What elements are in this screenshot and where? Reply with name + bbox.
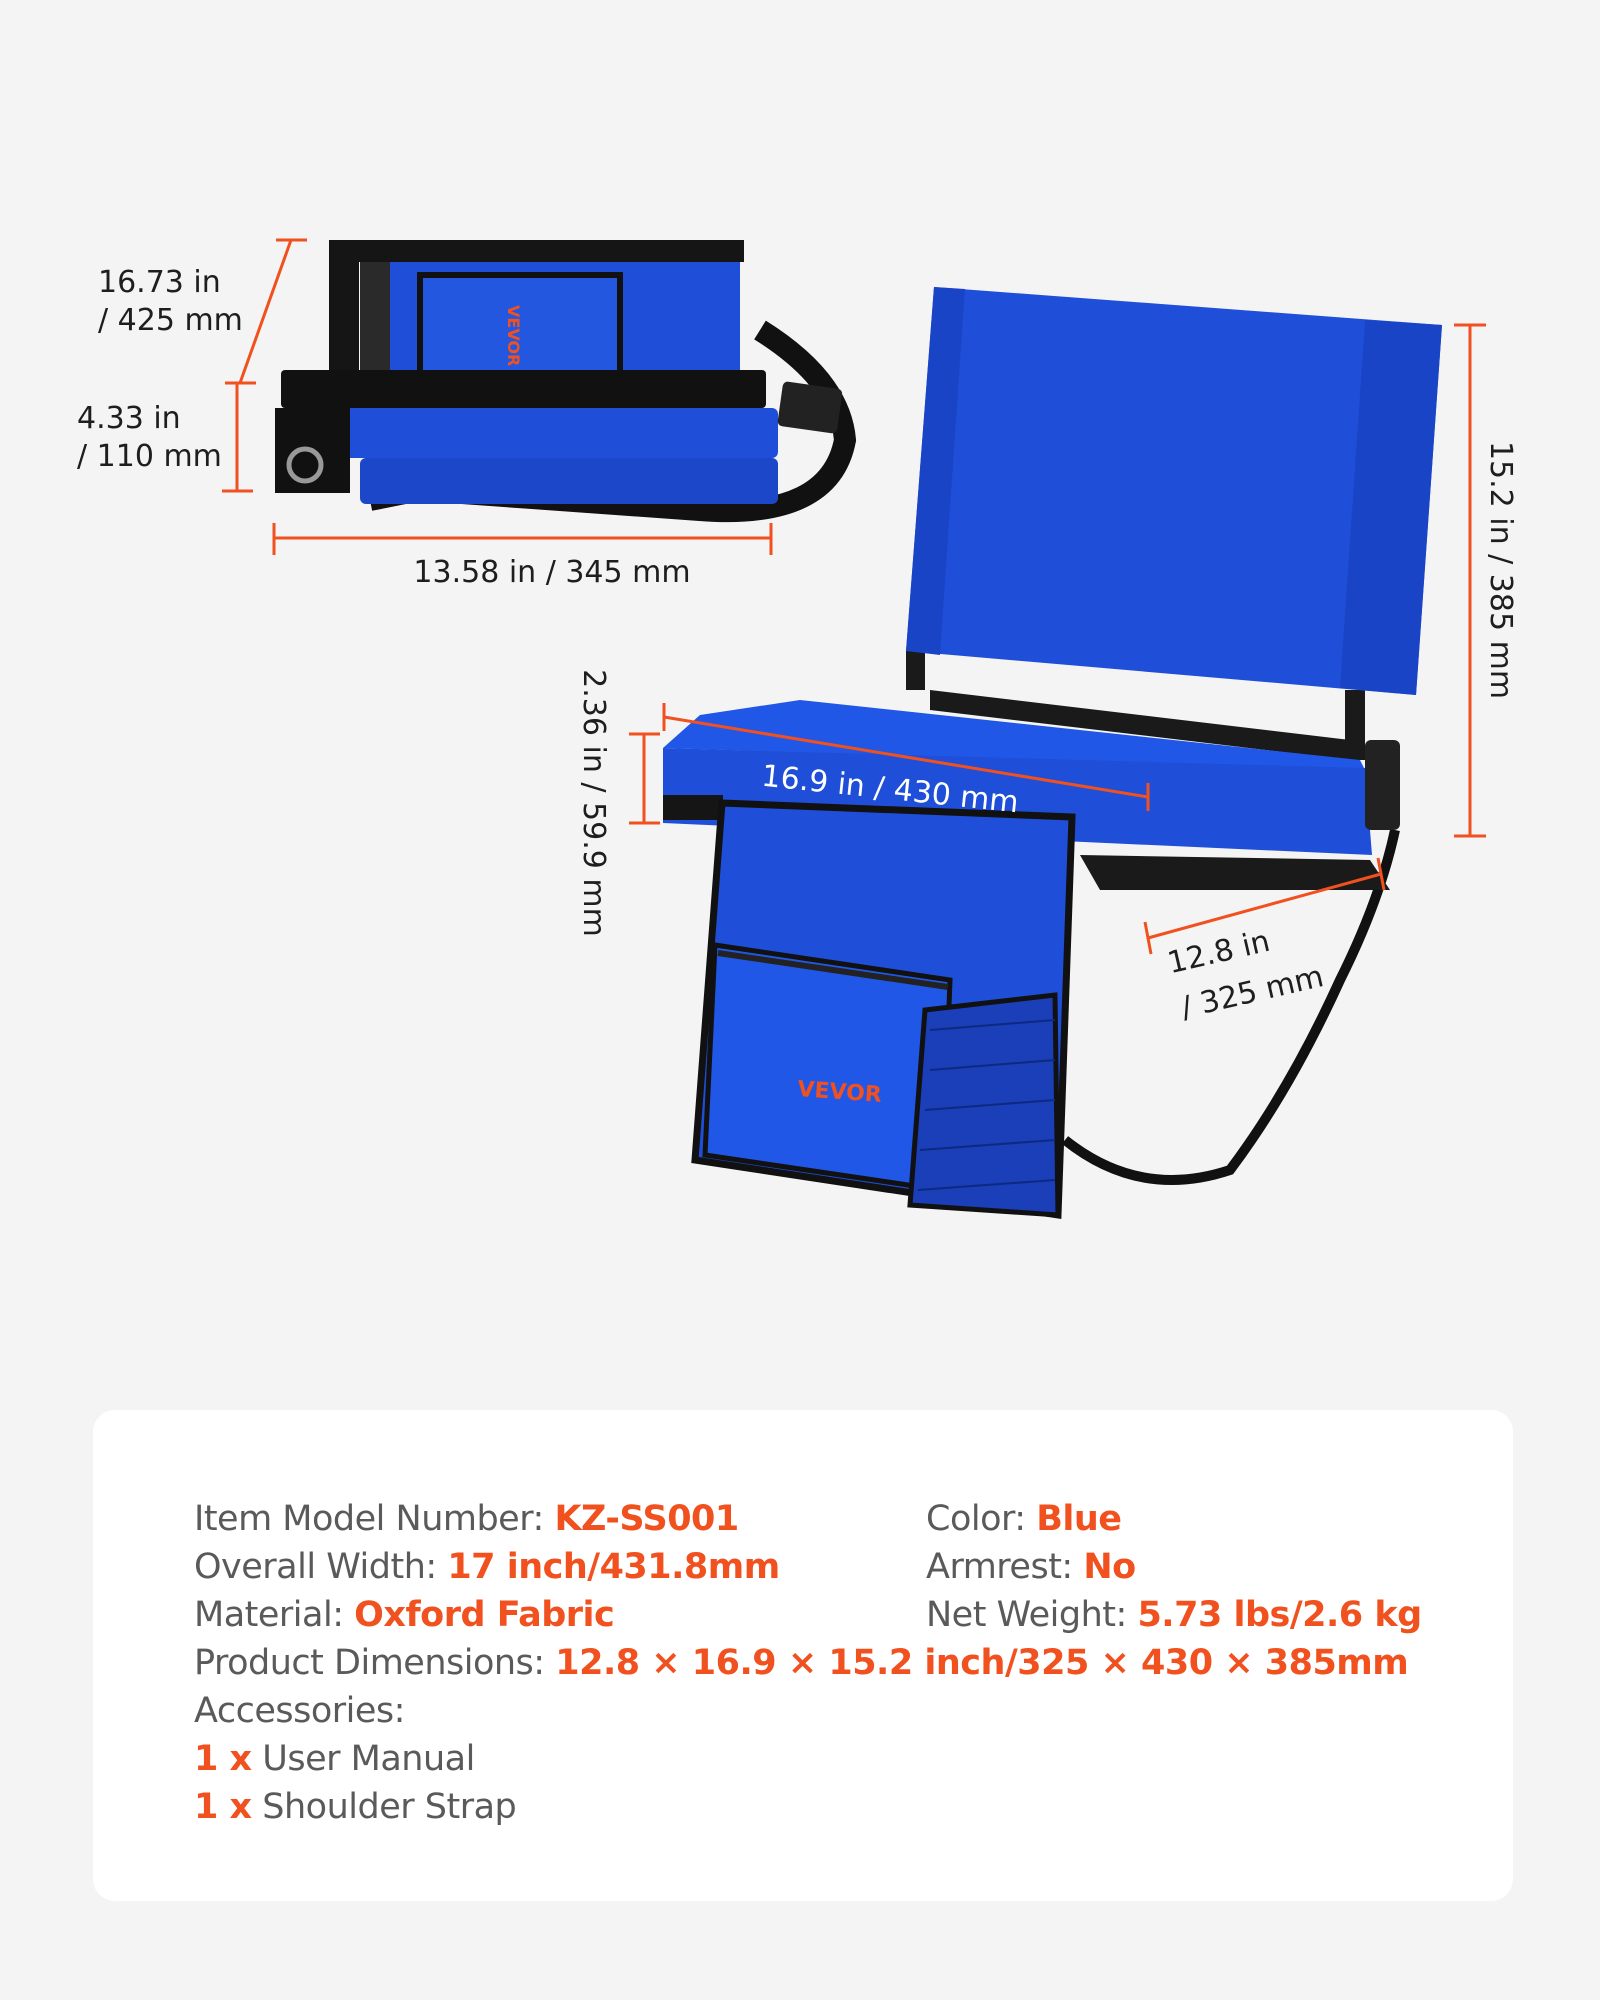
accessory-item: 1 x Shoulder Strap (194, 1787, 517, 1827)
spec-model: Item Model Number: KZ-SS001 (194, 1499, 739, 1539)
vevor-logo: VEVOR (797, 1077, 883, 1108)
spec-armrest: Armrest: No (926, 1547, 1136, 1587)
folded-chair-image: VEVOR (275, 240, 857, 523)
product-illustration: VEVOR VEVOR (222, 238, 1486, 1220)
spec-accessories-label: Accessories: (194, 1691, 405, 1731)
spec-dimensions: Product Dimensions: 12.8 × 16.9 × 15.2 i… (194, 1643, 1409, 1683)
open-chair-image: VEVOR (663, 287, 1442, 1220)
folded-width-label: 13.58 in / 345 mm (413, 555, 691, 590)
folded-height-label: 4.33 in (77, 401, 181, 436)
spec-weight: Net Weight: 5.73 lbs/2.6 kg (926, 1595, 1422, 1635)
back-height-label: 15.2 in / 385 mm (1483, 440, 1518, 700)
folded-diagonal-label-metric: / 425 mm (98, 303, 243, 338)
spec-material: Material: Oxford Fabric (194, 1595, 615, 1635)
dimension-lines (222, 238, 1486, 955)
folded-height-label-metric: / 110 mm (77, 439, 222, 474)
seat-thickness-label: 2.36 in / 59.9 mm (576, 669, 611, 937)
accessory-item: 1 x User Manual (194, 1739, 475, 1779)
spec-width: Overall Width: 17 inch/431.8mm (194, 1547, 780, 1587)
specifications-card (93, 1410, 1513, 1901)
spec-color: Color: Blue (926, 1499, 1122, 1539)
folded-diagonal-label: 16.73 in (98, 265, 221, 300)
vevor-logo-small: VEVOR (504, 305, 523, 366)
